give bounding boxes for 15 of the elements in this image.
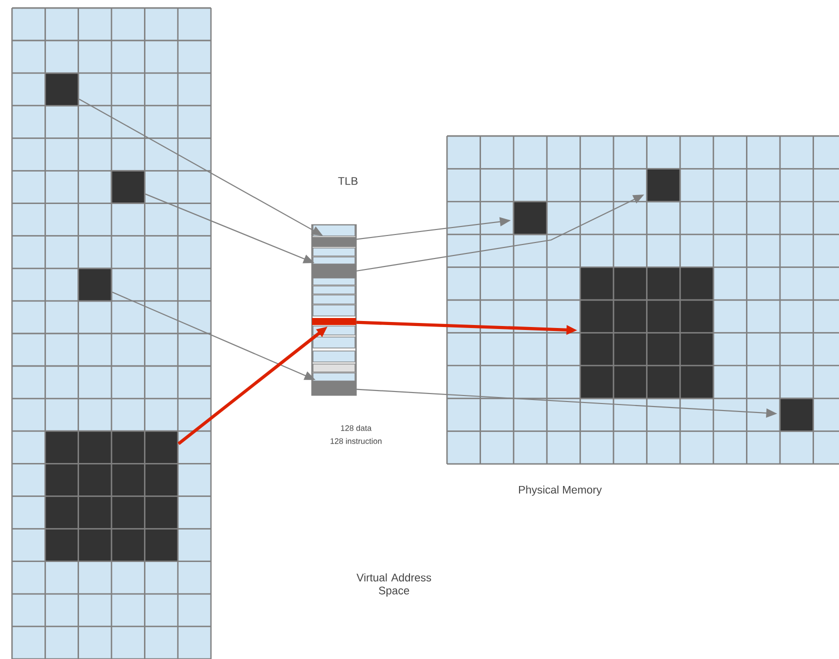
memory-block [779, 398, 814, 432]
tlb-size-note: 128 instruction [330, 438, 382, 444]
memory-block [646, 168, 681, 202]
memory-block [580, 266, 714, 400]
memory-block [44, 72, 80, 106]
memory-block [512, 200, 548, 236]
memory-block [110, 170, 146, 204]
memory-block [44, 430, 179, 562]
area-label: Virtual Address Space [356, 573, 432, 597]
tlb-entry [312, 264, 356, 278]
tlb-entry [312, 381, 356, 395]
tlb-title: TLB [338, 177, 358, 185]
node-label: Physical Memory [519, 486, 602, 496]
memory-block [78, 268, 112, 302]
tlb-size-note: 128 data [341, 425, 372, 431]
